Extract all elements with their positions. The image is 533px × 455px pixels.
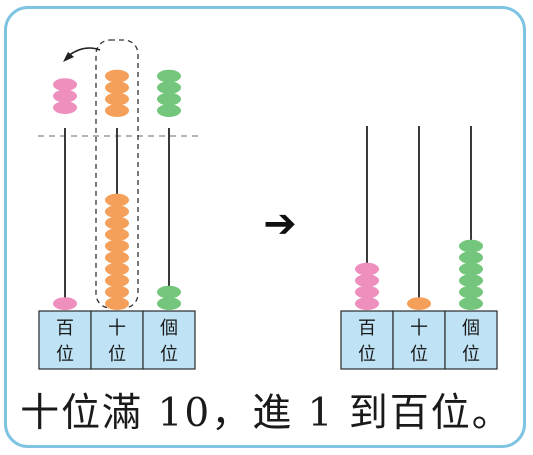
- before-tray-cell: [142, 310, 196, 370]
- after-place-label-bottom: 位: [358, 344, 376, 365]
- after-bead: [459, 262, 483, 276]
- before-place-label-top: 個: [160, 318, 178, 339]
- after-place-label-top: 百: [358, 318, 376, 339]
- after-bead: [407, 297, 431, 310]
- carry-arrow-curve: [67, 47, 101, 57]
- after-bead: [459, 251, 483, 264]
- before-bead-top: [53, 101, 77, 114]
- before-tens-highlight-box: [95, 39, 139, 309]
- after-bead: [355, 285, 379, 299]
- before-bead-top: [157, 81, 181, 94]
- before-bead-top: [53, 78, 77, 91]
- before-bead: [105, 285, 129, 299]
- after-bead: [459, 297, 483, 310]
- after-place-label-bottom: 位: [410, 344, 428, 365]
- after-place-label-bottom: 位: [462, 344, 480, 365]
- before-place-label-top: 百: [56, 318, 74, 339]
- before-bead: [105, 216, 129, 230]
- before-bead: [105, 274, 129, 287]
- before-place-label-bottom: 位: [108, 344, 126, 365]
- after-tray-cell: [444, 310, 498, 370]
- before-bead-top: [157, 69, 181, 83]
- before-bead: [105, 239, 129, 253]
- after-place-label-top: 十: [410, 318, 428, 339]
- before-bead: [157, 297, 181, 310]
- before-bead: [105, 297, 129, 310]
- rounded-frame: [4, 6, 526, 448]
- before-bead-top: [53, 89, 77, 103]
- before-bead: [53, 297, 77, 310]
- transition-arrow-icon: ➔: [263, 201, 297, 247]
- before-tray-cell: [38, 310, 92, 370]
- before-bead-top: [105, 81, 129, 94]
- before-bead: [105, 228, 129, 242]
- before-bead: [105, 193, 129, 207]
- before-place-label-bottom: 位: [160, 344, 178, 365]
- before-bead: [157, 285, 181, 299]
- after-tray-cell: [392, 310, 446, 370]
- carry-arrow-head: [63, 52, 74, 62]
- after-tray-cell: [340, 310, 394, 370]
- before-place-label-top: 十: [108, 318, 126, 339]
- after-bead: [459, 239, 483, 253]
- caption-text: 十位滿 10，進 1 到百位。: [20, 391, 513, 436]
- after-bead: [459, 285, 483, 299]
- after-place-label-top: 個: [462, 318, 480, 339]
- before-bead-top: [157, 92, 181, 106]
- before-bead-top: [105, 92, 129, 106]
- before-bead: [105, 205, 129, 219]
- before-bead: [105, 262, 129, 276]
- before-bead-top: [105, 69, 129, 83]
- before-tray-cell: [90, 310, 144, 370]
- after-bead: [355, 274, 379, 287]
- before-bead: [105, 251, 129, 264]
- before-bead-top: [105, 104, 129, 117]
- after-bead: [459, 274, 483, 287]
- before-bead-top: [157, 104, 181, 117]
- after-bead: [355, 297, 379, 310]
- before-place-label-bottom: 位: [56, 344, 74, 365]
- after-bead: [355, 262, 379, 276]
